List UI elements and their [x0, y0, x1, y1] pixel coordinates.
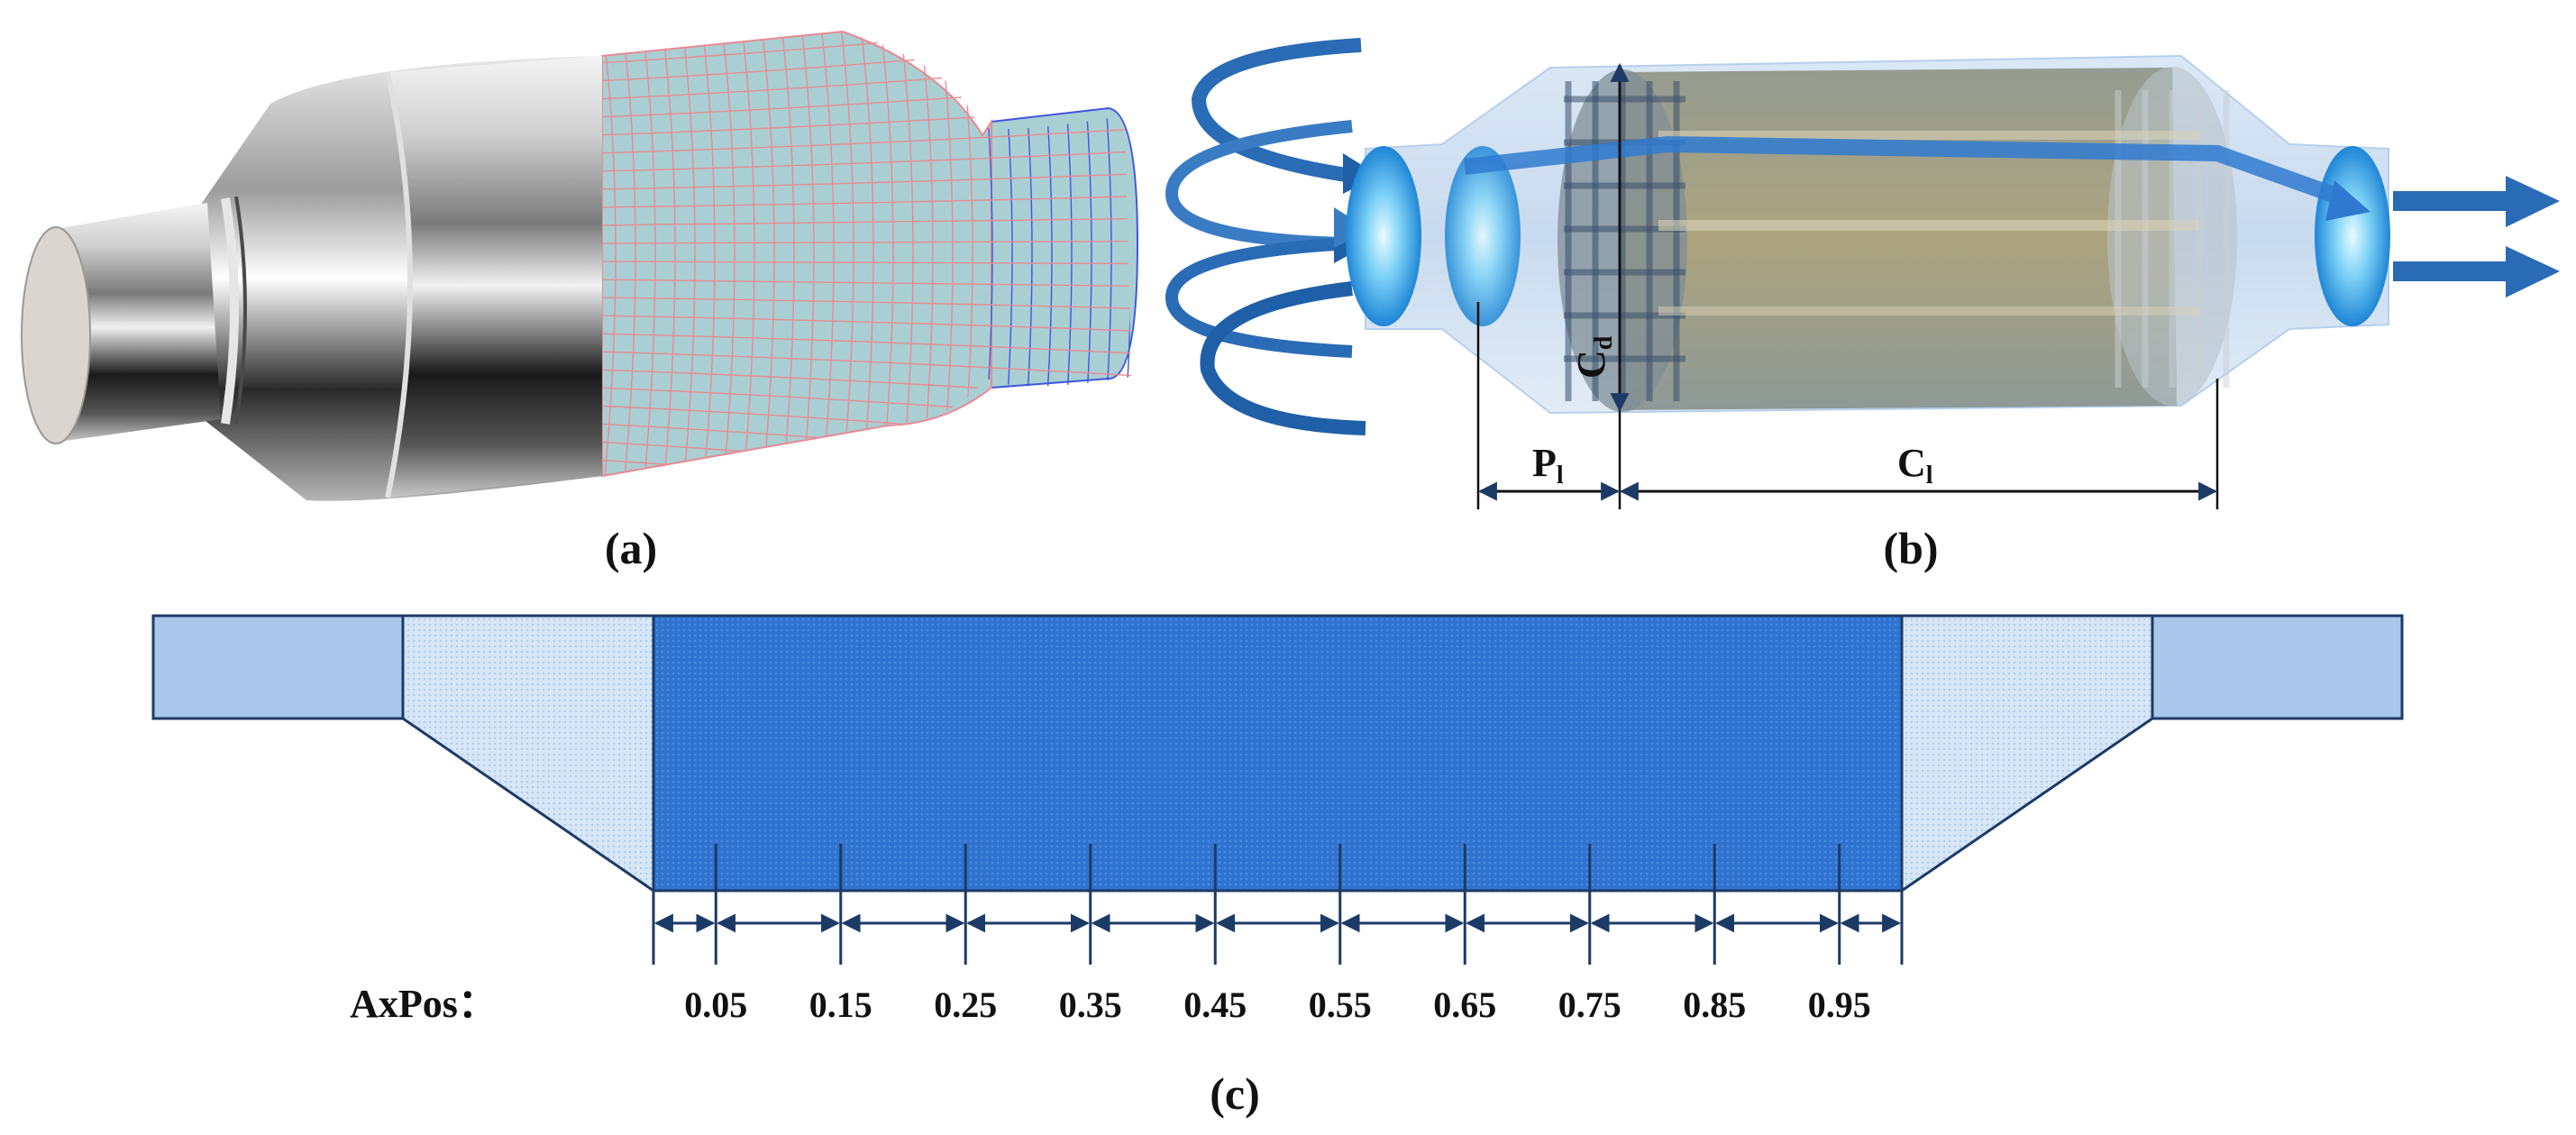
dim-label-cl: Cl — [1897, 441, 1933, 490]
body-metal-half — [21, 56, 602, 501]
substrate-brick — [1557, 67, 2237, 412]
axpos-label: AxPos： — [350, 982, 498, 1026]
axpos-value-labels: 0.05 0.15 0.25 0.35 0.45 0.55 0.65 0.75 0.85 0.95 — [684, 984, 1871, 1025]
dim-label-cd: Cd — [1569, 335, 1618, 379]
dimension-lines — [1476, 62, 2219, 509]
panel-b-caption: (b) — [1883, 523, 1938, 573]
axpos-value: 0.55 — [1309, 984, 1372, 1025]
internal-flow-arrow — [1464, 135, 2347, 206]
axpos-value: 0.35 — [1059, 984, 1122, 1025]
swirl-inlet-arrows — [1165, 38, 1379, 435]
axpos-value: 0.95 — [1808, 984, 1871, 1025]
section-inlet-pipe — [151, 614, 405, 720]
axpos-value: 0.85 — [1683, 984, 1746, 1025]
axpos-value: 0.75 — [1558, 984, 1621, 1025]
axpos-value: 0.05 — [684, 984, 747, 1025]
panel-a-illustration — [21, 30, 1139, 501]
section-substrate — [652, 614, 1904, 892]
panel-c-caption: (c) — [1210, 1068, 1260, 1119]
panel-a-caption: (a) — [605, 523, 657, 573]
outlet-glow — [2315, 146, 2390, 326]
section-inlet-diffuser — [401, 614, 655, 893]
axpos-value: 0.45 — [1183, 984, 1247, 1025]
panel-b-illustration: Pl Cl Cd — [1165, 38, 2560, 509]
axpos-markers — [652, 844, 1904, 965]
inlet-end-cap — [21, 226, 91, 444]
axpos-value: 0.15 — [809, 984, 872, 1025]
panel-c-illustration — [151, 614, 2404, 965]
section-outlet-cone — [1900, 614, 2154, 893]
axpos-value: 0.25 — [934, 984, 997, 1025]
dim-label-pl: Pl — [1532, 441, 1564, 490]
outlet-arrows — [2393, 176, 2560, 297]
outlet-pipe-mesh — [991, 106, 1139, 389]
inlet-glow — [1346, 146, 1421, 326]
axpos-value: 0.65 — [1433, 984, 1496, 1025]
section-outlet-pipe — [2151, 614, 2404, 720]
